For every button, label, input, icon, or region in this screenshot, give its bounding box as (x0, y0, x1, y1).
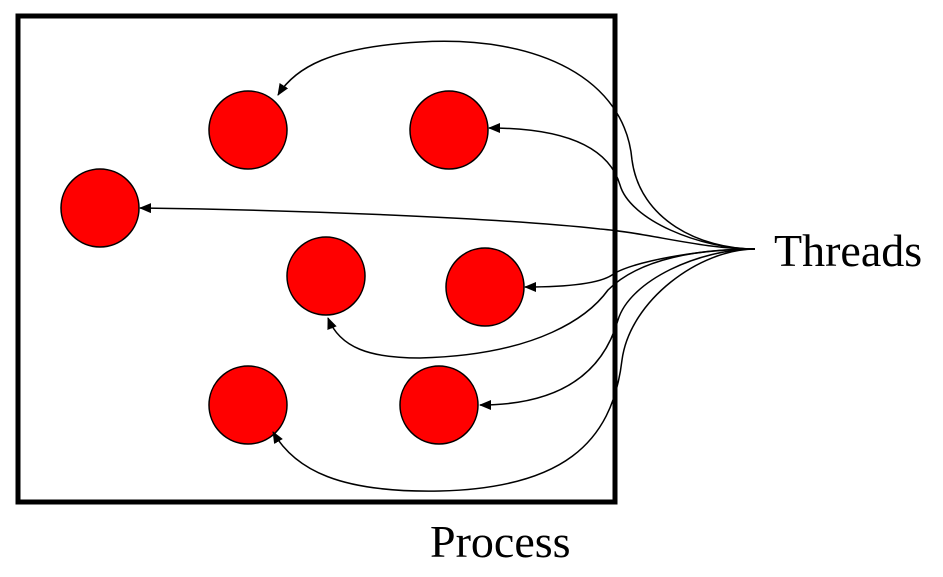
thread-circles (60, 90, 525, 445)
thread-circle-5 (445, 247, 525, 327)
thread-arrow-3 (139, 203, 756, 250)
threads-label: Threads (774, 225, 922, 276)
thread-arrow-2 (488, 123, 756, 250)
thread-circle-2 (409, 90, 489, 170)
process-box (15, 13, 618, 505)
thread-arrow-1 (277, 40, 756, 250)
thread-circle-3 (60, 168, 140, 248)
thread-arrows (139, 40, 756, 492)
thread-arrow-7 (272, 248, 756, 492)
thread-circle-4 (286, 236, 366, 316)
thread-arrow-5 (524, 248, 756, 292)
thread-circle-1 (208, 90, 288, 170)
thread-circle-6 (208, 365, 288, 445)
thread-arrow-6 (479, 248, 756, 410)
thread-circle-7 (399, 365, 479, 445)
process-label: Process (430, 516, 571, 567)
thread-arrow-4 (327, 248, 756, 359)
